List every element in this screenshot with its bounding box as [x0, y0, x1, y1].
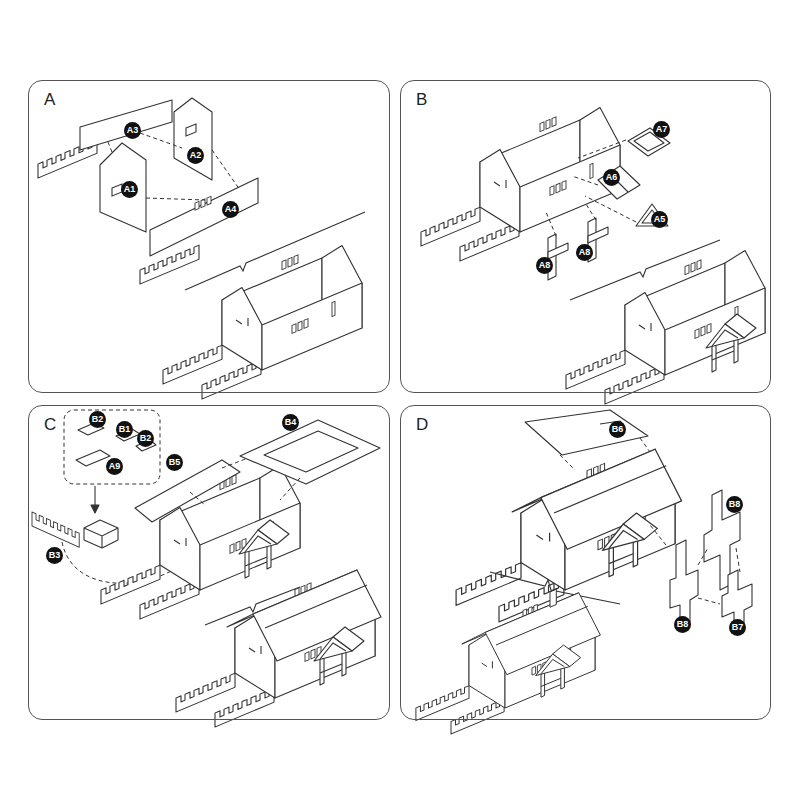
guide-line — [650, 525, 740, 604]
step-b-parts — [421, 108, 765, 405]
callout-number: B8 — [677, 620, 689, 629]
callout-number: B5 — [169, 458, 181, 467]
step-letter: C — [44, 416, 56, 435]
house — [456, 449, 681, 622]
callout-number: B6 — [612, 425, 624, 434]
callout-badge: B8 — [674, 616, 692, 634]
wall-panel — [80, 100, 172, 150]
chimney — [84, 520, 118, 548]
callout-badge: A8 — [536, 257, 554, 275]
gable-panel — [100, 143, 146, 232]
callout-badge: B1 — [116, 421, 134, 439]
callout-badge: A6 — [603, 169, 621, 187]
roof-panel — [135, 460, 240, 522]
porch-post — [548, 243, 568, 259]
assembled-porch — [314, 627, 364, 685]
fence-strip — [32, 512, 79, 547]
callout-number: A2 — [190, 151, 202, 160]
callout-number: B4 — [285, 418, 297, 427]
fence-strip — [140, 245, 199, 284]
callout-number: B2 — [92, 415, 104, 424]
callout-badge: A9 — [106, 458, 124, 476]
callout-badge: B8 — [726, 496, 744, 514]
finished-house — [416, 588, 601, 734]
porch-roof-part — [598, 166, 640, 199]
parts-group-outline — [64, 410, 160, 484]
callout-badge: B7 — [729, 619, 747, 637]
step-letter: D — [416, 416, 428, 435]
callout-badge: B3 — [46, 547, 64, 565]
gable-panel — [174, 98, 212, 180]
callout-number: B8 — [729, 500, 741, 509]
callout-number: B7 — [732, 623, 744, 632]
step-panel: A3A2A1A4 A — [28, 80, 390, 393]
callout-badge: B4 — [282, 414, 300, 432]
callout-badge: B2 — [89, 411, 107, 429]
step-panel: A7A6A5A8A8B — [400, 80, 771, 393]
step-letter: B — [416, 91, 427, 110]
window-slots — [195, 196, 211, 210]
arrow-shaft — [94, 486, 95, 506]
assembled-roof — [227, 570, 381, 661]
callout-number: B2 — [140, 434, 152, 443]
callout-badge: A1 — [121, 181, 139, 199]
callout-number: A9 — [109, 462, 121, 471]
arrow-head — [91, 505, 99, 513]
chimney-part — [670, 540, 698, 628]
window-slot — [186, 124, 196, 136]
callout-badge: B6 — [609, 421, 627, 439]
callout-badge: A3 — [124, 122, 142, 140]
wall-panel — [150, 178, 258, 256]
guide-line — [108, 133, 240, 200]
callout-badge: A7 — [653, 121, 671, 139]
guide-line — [560, 438, 650, 470]
guide-line — [190, 458, 300, 505]
callout-number: A6 — [606, 173, 618, 182]
assembled-shell — [566, 251, 765, 405]
callout-number: A5 — [654, 215, 666, 224]
callout-badge: A5 — [651, 211, 669, 229]
chimney-part — [76, 450, 110, 466]
callout-number: B3 — [49, 551, 61, 560]
step-a-parts — [38, 98, 365, 399]
callout-badge: A8 — [576, 244, 594, 262]
roof-frame — [240, 420, 380, 484]
callout-number: A3 — [127, 126, 139, 135]
step-letter: A — [44, 91, 55, 110]
callout-number: A1 — [124, 185, 136, 194]
callout-badge: B2 — [137, 430, 155, 448]
callout-badge: A4 — [222, 201, 240, 219]
step-c-parts — [32, 410, 381, 727]
roof-cap — [525, 410, 648, 455]
porch-post — [588, 227, 608, 243]
house-shell — [421, 108, 620, 262]
callout-number: A8 — [579, 248, 591, 257]
step-panel: B6B8B8B7D — [400, 405, 771, 720]
callout-badge: A2 — [187, 147, 205, 165]
porch — [239, 520, 289, 578]
step-panel: B2B1B2A9B4B5B3C — [28, 405, 390, 720]
callout-number: A8 — [539, 261, 551, 270]
callout-number: A7 — [656, 125, 668, 134]
step-d-parts — [416, 410, 752, 734]
callout-number: B1 — [119, 425, 131, 434]
chimney-part — [722, 570, 752, 632]
assembled-porch — [706, 314, 756, 372]
callout-number: A4 — [225, 205, 237, 214]
guide-line — [546, 140, 636, 236]
callout-badge: B5 — [166, 454, 184, 472]
assembled-shell — [163, 246, 362, 400]
chimney-edge — [84, 528, 118, 548]
